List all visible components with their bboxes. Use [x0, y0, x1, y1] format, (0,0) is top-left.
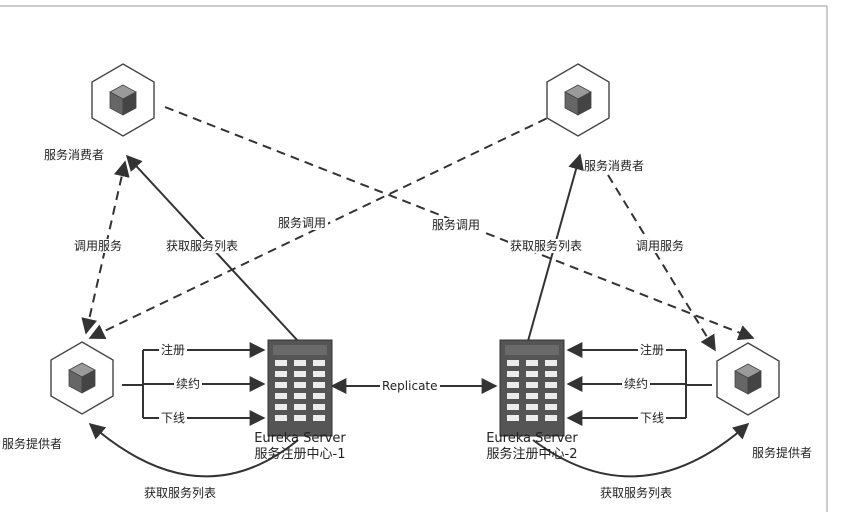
- server-right-label: Eureka Server 服务注册中心-2: [468, 431, 596, 463]
- fetch-list-left-top-label: 获取服务列表: [164, 239, 241, 253]
- offline-left-label: 下线: [159, 411, 188, 425]
- server-right-name: Eureka Server: [486, 431, 578, 446]
- replicate-label: Replicate: [380, 379, 440, 393]
- call-service-left-label: 调用服务: [72, 239, 125, 253]
- server-right-icon: [499, 339, 565, 437]
- consumer-left-cube-icon: [91, 63, 155, 137]
- server-left-subtitle: 服务注册中心-1: [254, 447, 346, 462]
- frame-border: [0, 5, 828, 512]
- register-right-label: 注册: [638, 343, 667, 357]
- call-service-right-label: 调用服务: [634, 239, 687, 253]
- renew-left-label: 续约: [174, 377, 203, 391]
- consumer-right-cube-icon: [546, 63, 610, 137]
- fetch-list-right-bottom-edge: [532, 422, 750, 478]
- server-left-icon: [267, 339, 333, 437]
- server-left-label: Eureka Server 服务注册中心-1: [236, 431, 364, 463]
- provider-right-cube-icon: [716, 342, 780, 416]
- fetch-list-right-top-label: 获取服务列表: [508, 239, 585, 253]
- dashed-edges: [81, 106, 755, 352]
- service-call-2-label: 服务调用: [430, 218, 483, 232]
- register-left-label: 注册: [159, 343, 188, 357]
- server-left-name: Eureka Server: [254, 431, 346, 446]
- server-right-subtitle: 服务注册中心-2: [486, 447, 578, 462]
- consumer-left-label: 服务消费者: [44, 148, 105, 162]
- offline-right-label: 下线: [638, 411, 667, 425]
- fetch-list-left-bottom-edge: [88, 422, 299, 478]
- provider-left-cube-icon: [50, 341, 114, 415]
- fetch-list-right-bottom-label: 获取服务列表: [598, 486, 675, 500]
- solid-edges: [88, 153, 750, 478]
- renew-right-label: 续约: [622, 377, 651, 391]
- fetch-list-left-bottom-label: 获取服务列表: [142, 486, 219, 500]
- provider-left-label: 服务提供者: [2, 437, 63, 451]
- consumer-right-label: 服务消费者: [584, 159, 645, 173]
- service-call-1-label: 服务调用: [276, 216, 329, 230]
- call-service-right-edge: [607, 174, 716, 352]
- provider-right-label: 服务提供者: [752, 446, 813, 460]
